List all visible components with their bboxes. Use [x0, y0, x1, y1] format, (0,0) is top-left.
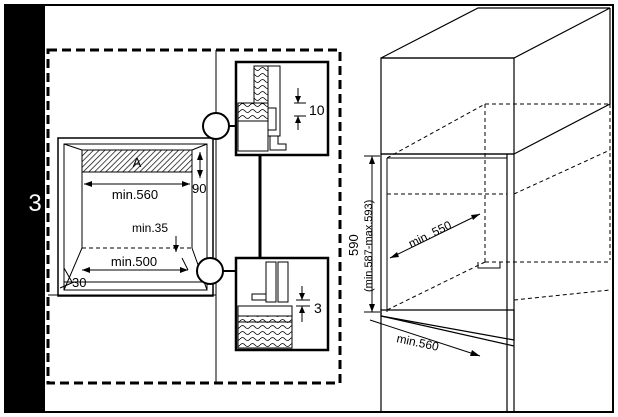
step-bar [5, 5, 45, 412]
label-width-top: min.560 [112, 187, 158, 202]
label-depth-min500: min.500 [111, 254, 157, 269]
label-detail-top-10: 10 [309, 102, 325, 118]
dim-depth-min550 [389, 213, 481, 259]
dim-width-top [84, 181, 190, 187]
dim-depth-min500 [82, 267, 188, 273]
niche-cutout [57, 137, 214, 297]
dim-width-bottom [369, 319, 481, 357]
cabinet-drawing [380, 7, 611, 412]
label-offset-30: 30 [72, 275, 86, 290]
label-height-590: 590 [346, 234, 361, 256]
label-panel-a: A [133, 155, 142, 170]
label-detail-bottom-3: 3 [314, 300, 322, 316]
detail-marker-bottom [196, 257, 224, 285]
dim-gap-min35 [173, 236, 189, 271]
cutout-dashed-frame [46, 48, 342, 385]
detail-box-bottom [234, 256, 330, 352]
dim-depth-90 [197, 152, 203, 178]
label-depth-90: 90 [192, 181, 206, 196]
detail-marker-top [202, 112, 230, 140]
detail-box-top [234, 60, 330, 157]
dim-offset-30 [59, 267, 75, 289]
step-number: 3 [28, 190, 42, 217]
label-gap-min35: min.35 [132, 221, 168, 235]
label-depth-min550: min. 550 [406, 218, 454, 251]
dim-height-590 [364, 155, 380, 313]
label-height-range: (min.587-max.593) [363, 200, 375, 292]
label-width-bottom: min.560 [395, 331, 440, 354]
